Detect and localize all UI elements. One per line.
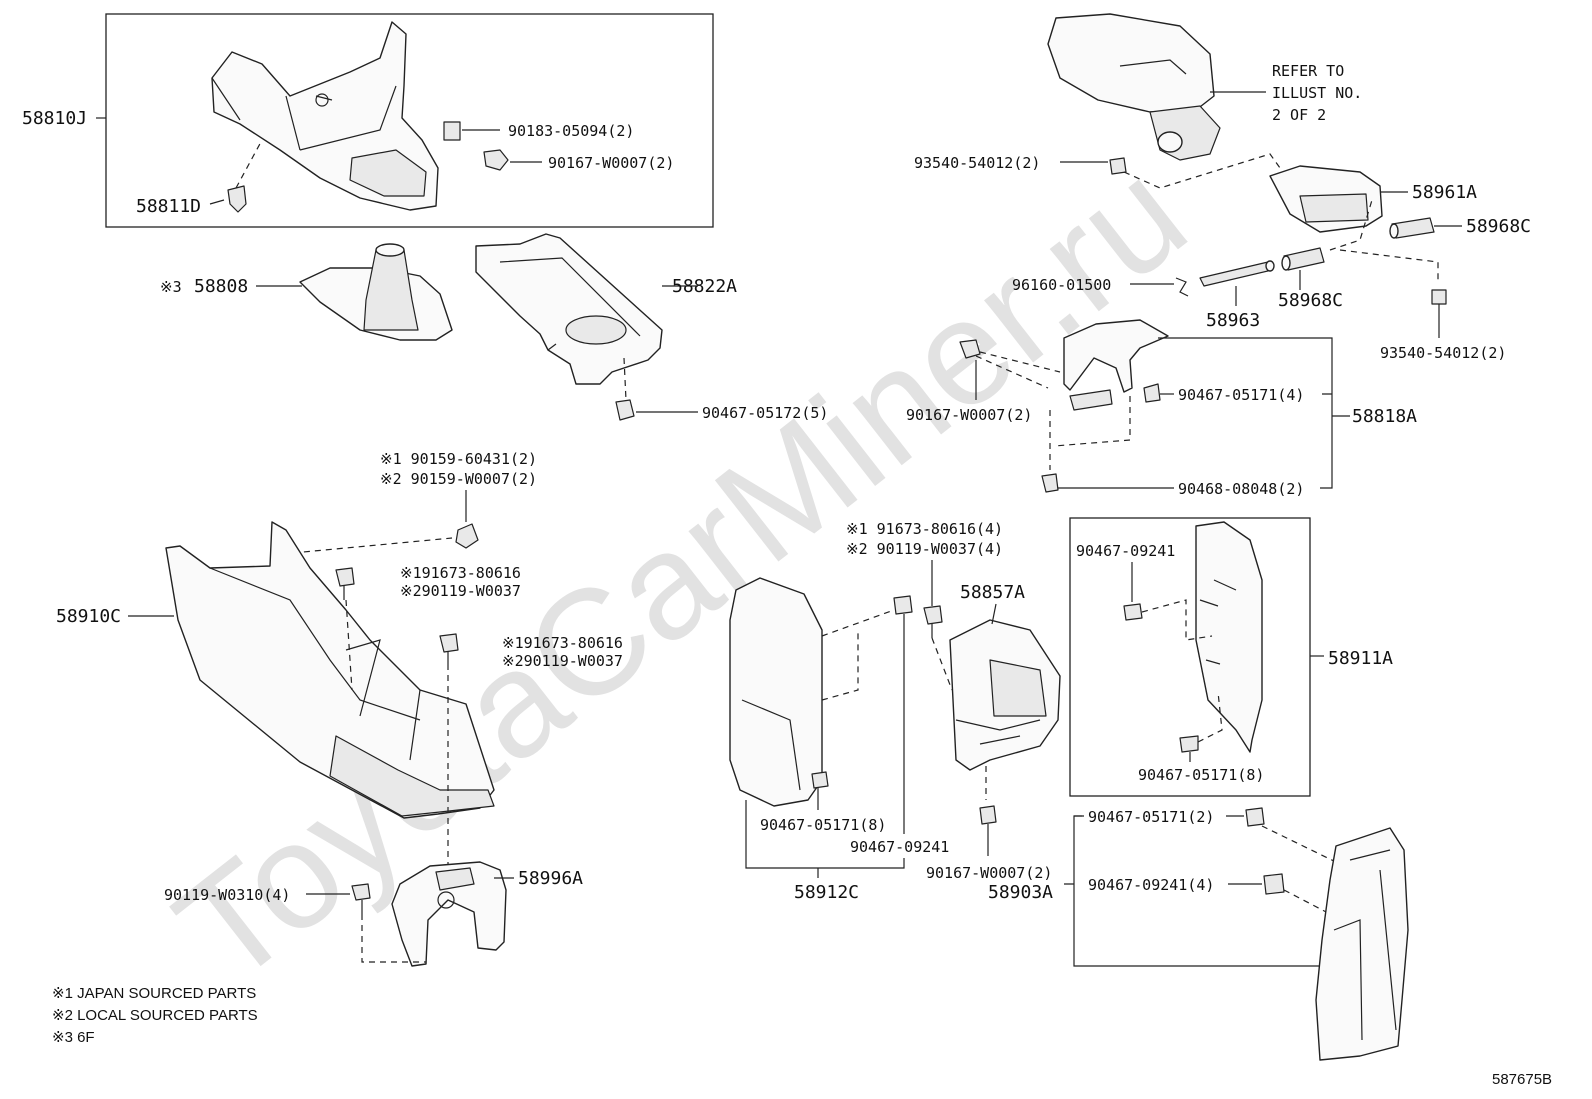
screw-90167-c-part: [979, 805, 997, 825]
screw-93540-b-part: [1431, 289, 1447, 305]
label-58910C: 58910C: [56, 606, 121, 627]
note-japan-sourced: ※1 JAPAN SOURCED PARTS: [52, 985, 256, 1002]
label-58818A: 58818A: [1352, 406, 1417, 427]
label-93540-54012-b: 93540-54012(2): [1380, 344, 1506, 362]
console-box-58910C-part: [165, 521, 495, 819]
screw-90167-b-part: [959, 339, 981, 359]
clip-90467-05171-8a-part: [811, 771, 829, 789]
bracket-58857A-part: [949, 619, 1061, 771]
bracket-58996A-part: [391, 861, 507, 967]
screw-93540-a-part: [1109, 157, 1127, 175]
label-96160-01500: 96160-01500: [1012, 276, 1111, 294]
bushing-58968C-a-part: [1389, 217, 1435, 239]
label-90167-W0007-c: 90167-W0007(2): [926, 864, 1052, 882]
bushing-58968C-b-part: [1281, 247, 1325, 271]
label-58911A: 58911A: [1328, 648, 1393, 669]
label-91673-80616-b: ※191673-80616: [502, 634, 623, 652]
label-58903A: 58903A: [988, 882, 1053, 903]
label-58810J: 58810J: [22, 108, 87, 129]
label-90468-08048: 90468-08048(2): [1178, 480, 1304, 498]
label-90167-W0007-a: 90167-W0007(2): [548, 154, 674, 172]
clip-90467-09241-4-part: [1263, 873, 1285, 895]
pin-58963-part: [1199, 260, 1275, 287]
screw-90167-a-part: [483, 149, 509, 171]
label-58822A: 58822A: [672, 276, 737, 297]
label-58808-prefix: ※3: [160, 278, 182, 296]
screw-90159-part: [455, 523, 479, 549]
clip-90467-05171-4-part: [1143, 383, 1161, 403]
clip-90467-09241-a-part: [893, 595, 913, 615]
panel-58912C-part: [729, 577, 823, 807]
screw-91673-c-part: [923, 605, 943, 625]
label-90467-05171-2: 90467-05171(2): [1088, 808, 1214, 826]
label-91673-80616-a: ※191673-80616: [400, 564, 521, 582]
console-tray-58822A-part: [475, 233, 663, 385]
label-91673-80616-c: ※1 91673-80616(4): [846, 520, 1003, 538]
refer-line-2: ILLUST NO.: [1272, 84, 1362, 102]
hinge-58961A-part: [1269, 165, 1383, 233]
clip-90467-09241-c-part: [1123, 603, 1143, 621]
label-90467-09241-4: 90467-09241(4): [1088, 876, 1214, 894]
label-58912C: 58912C: [794, 882, 859, 903]
clip-90468-part: [1041, 473, 1059, 493]
refer-line-1: REFER TO: [1272, 62, 1344, 80]
panel-58911A-part: [1195, 521, 1263, 753]
note-6f: ※3 6F: [52, 1029, 95, 1046]
label-58808: 58808: [194, 276, 248, 297]
screw-91673-b-part: [439, 633, 459, 653]
label-90467-05171-4: 90467-05171(4): [1178, 386, 1304, 404]
leader-90467-05172-dash: [623, 357, 627, 401]
clip-90467-05172-part: [615, 399, 635, 421]
screw-91673-a-part: [335, 567, 355, 587]
label-90183-05094: 90183-05094(2): [508, 122, 634, 140]
label-90467-09241-b: 90467-09241: [850, 838, 949, 856]
shift-bezel-58810J-part: [211, 21, 439, 211]
clip-90467-05171-2-part: [1245, 807, 1265, 827]
label-90119-W0310: 90119-W0310(4): [164, 886, 290, 904]
clip-90467-05171-8b-part: [1179, 735, 1199, 753]
clip-96160-part: [1175, 277, 1189, 297]
label-90467-05171-8a: 90467-05171(8): [760, 816, 886, 834]
label-58968C-a: 58968C: [1466, 216, 1531, 237]
label-58961A: 58961A: [1412, 182, 1477, 203]
shift-boot-58808-part: [299, 243, 453, 341]
label-90467-05171-8b: 90467-05171(8): [1138, 766, 1264, 784]
label-93540-54012-a: 93540-54012(2): [914, 154, 1040, 172]
label-90119-W0037-a: ※290119-W0037: [400, 582, 521, 600]
refer-line-3: 2 OF 2: [1272, 106, 1326, 124]
bolt-90119-W0310-part: [351, 883, 371, 901]
group-box-58810J: [105, 13, 714, 228]
armrest-lid-part: [1047, 13, 1221, 161]
label-90167-W0007-b: 90167-W0007(2): [906, 406, 1032, 424]
bracket-58818A-part: [1063, 319, 1169, 411]
clip-58811D-part: [227, 185, 247, 213]
leader-58811D-dash: [235, 139, 263, 189]
label-58963: 58963: [1206, 310, 1260, 331]
label-58811D: 58811D: [136, 196, 201, 217]
label-90119-W0037-c: ※2 90119-W0037(4): [846, 540, 1003, 558]
nut-90183-part: [443, 121, 461, 141]
label-58996A: 58996A: [518, 868, 583, 889]
label-90159-W0007: ※2 90159-W0007(2): [380, 470, 537, 488]
label-90159-60431: ※1 90159-60431(2): [380, 450, 537, 468]
label-90119-W0037-b: ※290119-W0037: [502, 652, 623, 670]
group-box-58911A: [1069, 517, 1311, 797]
rear-panel-part: [1315, 827, 1409, 1061]
label-58968C-b: 58968C: [1278, 290, 1343, 311]
footer-code: 587675B: [1492, 1071, 1552, 1088]
label-90467-05172: 90467-05172(5): [702, 404, 828, 422]
label-90467-09241-a: 90467-09241: [1076, 542, 1175, 560]
note-local-sourced: ※2 LOCAL SOURCED PARTS: [52, 1007, 258, 1024]
label-58857A: 58857A: [960, 582, 1025, 603]
